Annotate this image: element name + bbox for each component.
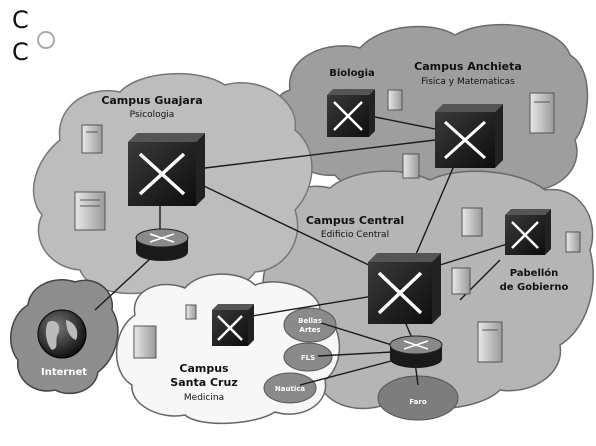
- node-bellas-label-1: Bellas: [298, 317, 322, 325]
- campus-anchieta-name: Campus Anchieta: [414, 60, 522, 73]
- label-anchieta: Campus Anchieta Fisica y Matematicas: [414, 60, 522, 87]
- campus-central-name: Campus Central: [306, 214, 404, 227]
- router-guajara: [135, 228, 189, 261]
- server-icon: [185, 304, 197, 320]
- node-nautica-label: Nautica: [275, 385, 305, 393]
- server-icon: [81, 124, 103, 154]
- server-icon: [402, 153, 420, 179]
- router-central: [389, 335, 443, 368]
- label-guajara: Campus Guajara Psicologia: [101, 94, 202, 120]
- server-icon: [477, 321, 503, 363]
- server-icon: [461, 207, 483, 237]
- server-icon: [133, 325, 157, 359]
- node-faro-label: Faro: [409, 398, 427, 406]
- server-icon: [529, 92, 555, 134]
- cloud-bellas-artes: [283, 307, 337, 343]
- server-icon: [387, 89, 403, 111]
- node-fyl-label: FLS: [301, 354, 315, 362]
- campus-santa-cruz-name-2: Santa Cruz: [170, 376, 237, 389]
- campus-central-sub: Edificio Central: [321, 230, 389, 240]
- server-icon: [565, 231, 581, 253]
- server-icon: [451, 267, 471, 295]
- cloud-nautica: [263, 372, 317, 404]
- campus-santa-cruz-sub: Medicina: [184, 393, 224, 403]
- campus-guajara-sub: Psicologia: [130, 110, 175, 120]
- label-pabellon: Pabellón de Gobierno: [500, 267, 569, 293]
- switch-biologia: [327, 89, 375, 137]
- switch-central: [368, 253, 441, 324]
- label-central: Campus Central Edificio Central: [306, 214, 404, 240]
- node-internet-label: Internet: [41, 367, 87, 378]
- switch-pabellon: [505, 209, 551, 255]
- globe-icon: [37, 309, 87, 359]
- svg-text:C: C: [12, 6, 29, 34]
- switch-anchieta: [435, 104, 503, 168]
- node-pabellon-label-2: de Gobierno: [500, 282, 569, 293]
- cloud-fyl: [283, 342, 333, 372]
- node-pabellon-label-1: Pabellón: [510, 267, 559, 279]
- cloud-faro: [377, 375, 459, 421]
- campus-anchieta-sub: Fisica y Matematicas: [421, 77, 515, 87]
- switch-santa-cruz: [212, 304, 254, 346]
- svg-text:C: C: [12, 38, 29, 66]
- node-biologia-label: Biologia: [329, 68, 375, 79]
- label-santa-cruz: Campus Santa Cruz Medicina: [170, 362, 237, 403]
- server-icon: [74, 191, 106, 231]
- logo: C C: [12, 6, 55, 66]
- switch-guajara: [128, 133, 205, 206]
- campus-santa-cruz-name-1: Campus: [179, 362, 229, 375]
- node-bellas-label-2: Artes: [299, 326, 320, 334]
- campus-guajara-name: Campus Guajara: [101, 94, 202, 107]
